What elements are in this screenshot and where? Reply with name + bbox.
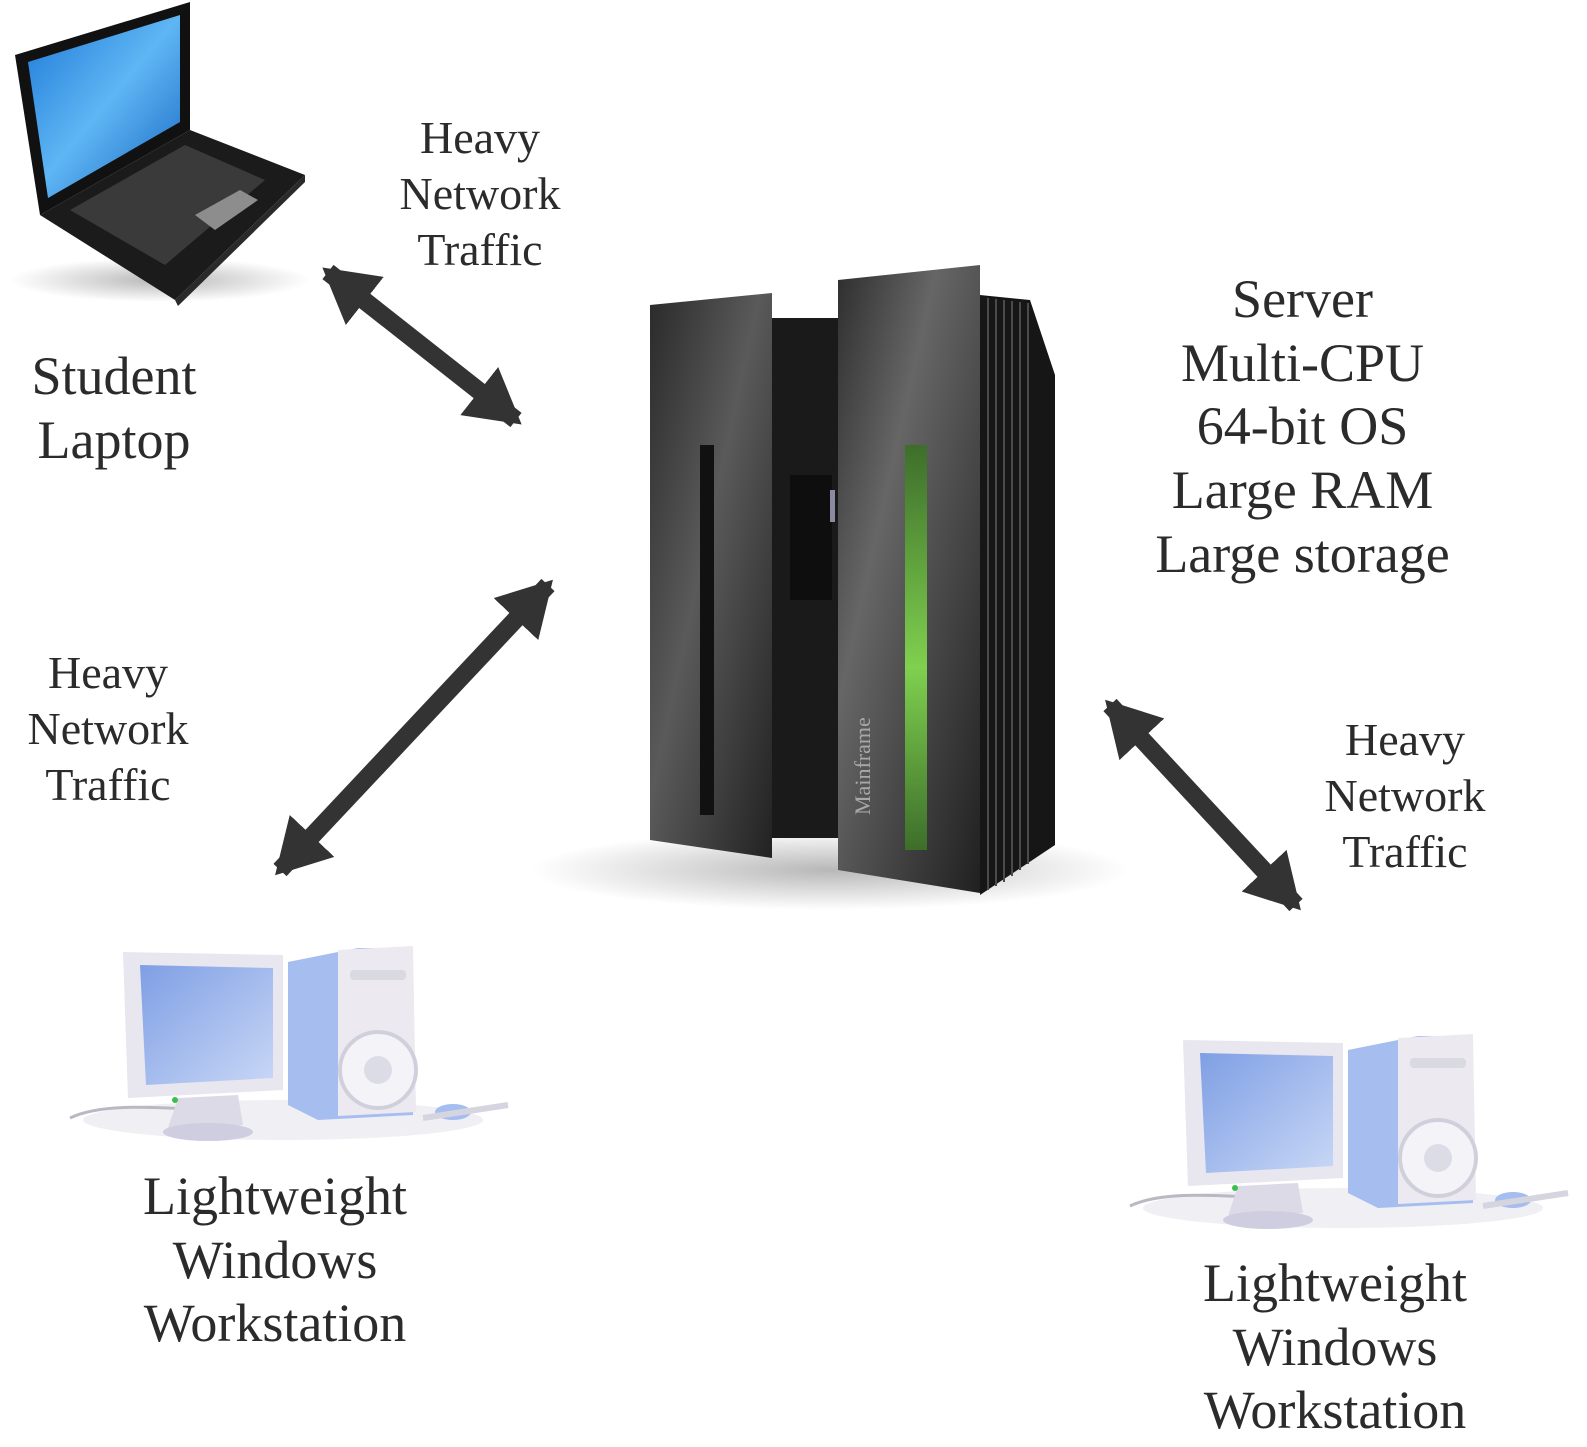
workstation-right-label: Lightweight Windows Workstation <box>1180 1252 1490 1443</box>
server-spec-line: Server <box>1232 269 1373 329</box>
traffic-line: Traffic <box>417 224 543 276</box>
server-spec-line: Multi-CPU <box>1180 332 1425 393</box>
laptop-label-line: Student <box>31 346 197 406</box>
server-spec-line: Large storage <box>1155 523 1450 584</box>
traffic-line: Traffic <box>1342 826 1468 878</box>
workstation-label-line: Lightweight <box>143 1166 407 1226</box>
laptop-icon <box>10 2 310 306</box>
laptop-label-line: Laptop <box>37 409 191 470</box>
workstation-label-line: Windows <box>1232 1316 1438 1377</box>
server-spec-line: Large RAM <box>1171 460 1434 521</box>
mainframe-label: Mainframe <box>850 717 875 815</box>
mainframe-server-icon <box>530 265 1130 910</box>
traffic-line: Network <box>1324 770 1486 822</box>
traffic-line: Traffic <box>45 759 171 811</box>
traffic-label-laptop-server: Heavy Network Traffic <box>380 110 580 278</box>
workstation-left-icon <box>69 946 509 1141</box>
traffic-line: Heavy <box>47 647 169 698</box>
server-spec-line: 64-bit OS <box>1196 396 1409 457</box>
traffic-line: Network <box>27 703 189 755</box>
workstation-label-line: Lightweight <box>1203 1253 1467 1313</box>
traffic-label-workstation-right-server: Heavy Network Traffic <box>1305 712 1505 880</box>
arrow-workstation-right-server <box>1103 698 1303 912</box>
workstation-right-icon <box>1129 1034 1569 1229</box>
workstation-label-line: Workstation <box>143 1293 407 1354</box>
workstation-left-label: Lightweight Windows Workstation <box>120 1165 430 1356</box>
traffic-label-workstation-left-server: Heavy Network Traffic <box>8 645 208 813</box>
traffic-line: Heavy <box>419 112 541 163</box>
server-spec-label: Server Multi-CPU 64-bit OS Large RAM Lar… <box>1120 268 1485 587</box>
laptop-label: Student Laptop <box>0 345 228 472</box>
arrow-workstation-left-server <box>273 578 555 877</box>
workstation-label-line: Workstation <box>1203 1380 1467 1441</box>
workstation-label-line: Windows <box>172 1229 378 1290</box>
traffic-line: Heavy <box>1344 714 1466 765</box>
arrow-laptop-server <box>322 264 522 428</box>
traffic-line: Network <box>399 168 561 220</box>
